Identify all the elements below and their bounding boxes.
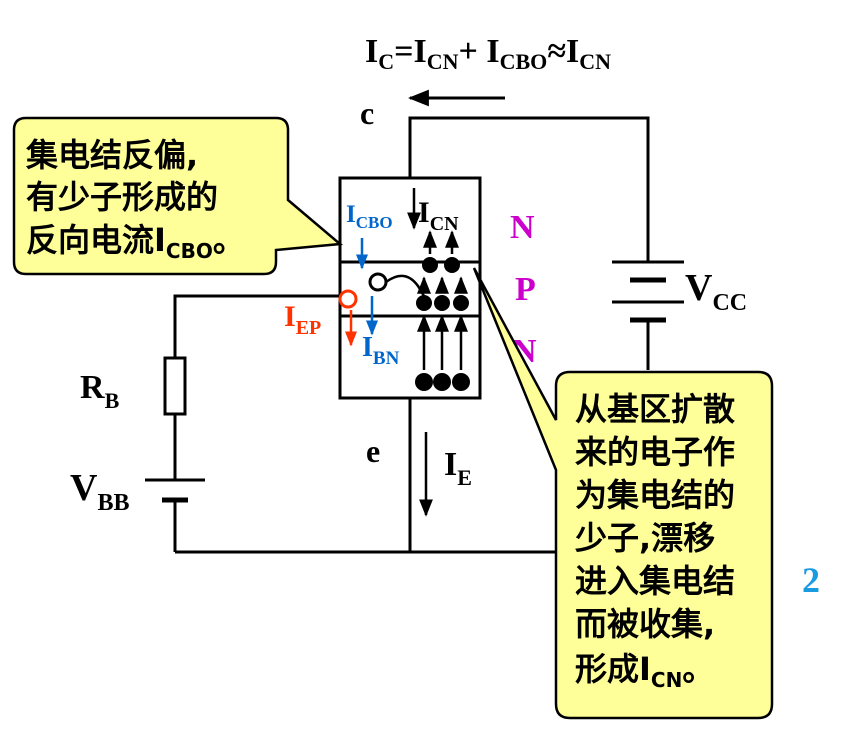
vcc-battery bbox=[612, 260, 684, 323]
layer-p: P bbox=[515, 271, 536, 308]
rb-label: RB bbox=[80, 369, 120, 413]
ie-label: IE bbox=[444, 446, 472, 490]
callout-left-line2: 有少子形成的 bbox=[26, 178, 218, 216]
rb-resistor bbox=[163, 356, 187, 416]
icbo-label: ICBO bbox=[346, 201, 393, 232]
callout-right-line4: 少子,漂移 bbox=[575, 519, 715, 557]
page-number: 2 bbox=[802, 560, 820, 600]
callout-right-line5: 进入集电结 bbox=[575, 562, 735, 600]
iep-label: IEP bbox=[284, 300, 321, 339]
vcc-label: VCC bbox=[685, 267, 747, 316]
transistor-body bbox=[338, 176, 482, 400]
icn-label: ICN bbox=[418, 196, 459, 235]
callout-right-line1: 从基区扩散 bbox=[575, 390, 735, 428]
vbb-label: VBB bbox=[70, 467, 129, 516]
ibn-label: IBN bbox=[362, 332, 400, 369]
callout-right-line3: 为集电结的 bbox=[575, 476, 735, 514]
callout-left-line3: 反向电流ICBO。 bbox=[26, 221, 245, 263]
callout-left-line1: 集电结反偏, bbox=[25, 136, 198, 174]
callout-right-line7: 形成ICN。 bbox=[575, 650, 714, 692]
current-equation: IC=ICN+ ICBO≈ICN bbox=[365, 33, 611, 74]
electron-flow bbox=[368, 188, 470, 391]
layer-n-top: N bbox=[510, 209, 535, 246]
callout-right-line2: 来的电子作 bbox=[575, 433, 735, 471]
vbb-battery bbox=[145, 478, 205, 503]
iep-hole bbox=[338, 289, 358, 309]
callout-right: 从基区扩散 来的电子作 为集电结的 少子,漂移 进入集电结 而被收集, 形成IC… bbox=[472, 267, 774, 720]
callout-right-line6: 而被收集, bbox=[575, 605, 715, 643]
circuit-wires bbox=[173, 116, 650, 554]
emitter-terminal-label: e bbox=[366, 433, 380, 469]
collector-terminal-label: c bbox=[360, 95, 374, 131]
callout-left: 集电结反偏, 有少子形成的 反向电流ICBO。 bbox=[12, 116, 344, 276]
